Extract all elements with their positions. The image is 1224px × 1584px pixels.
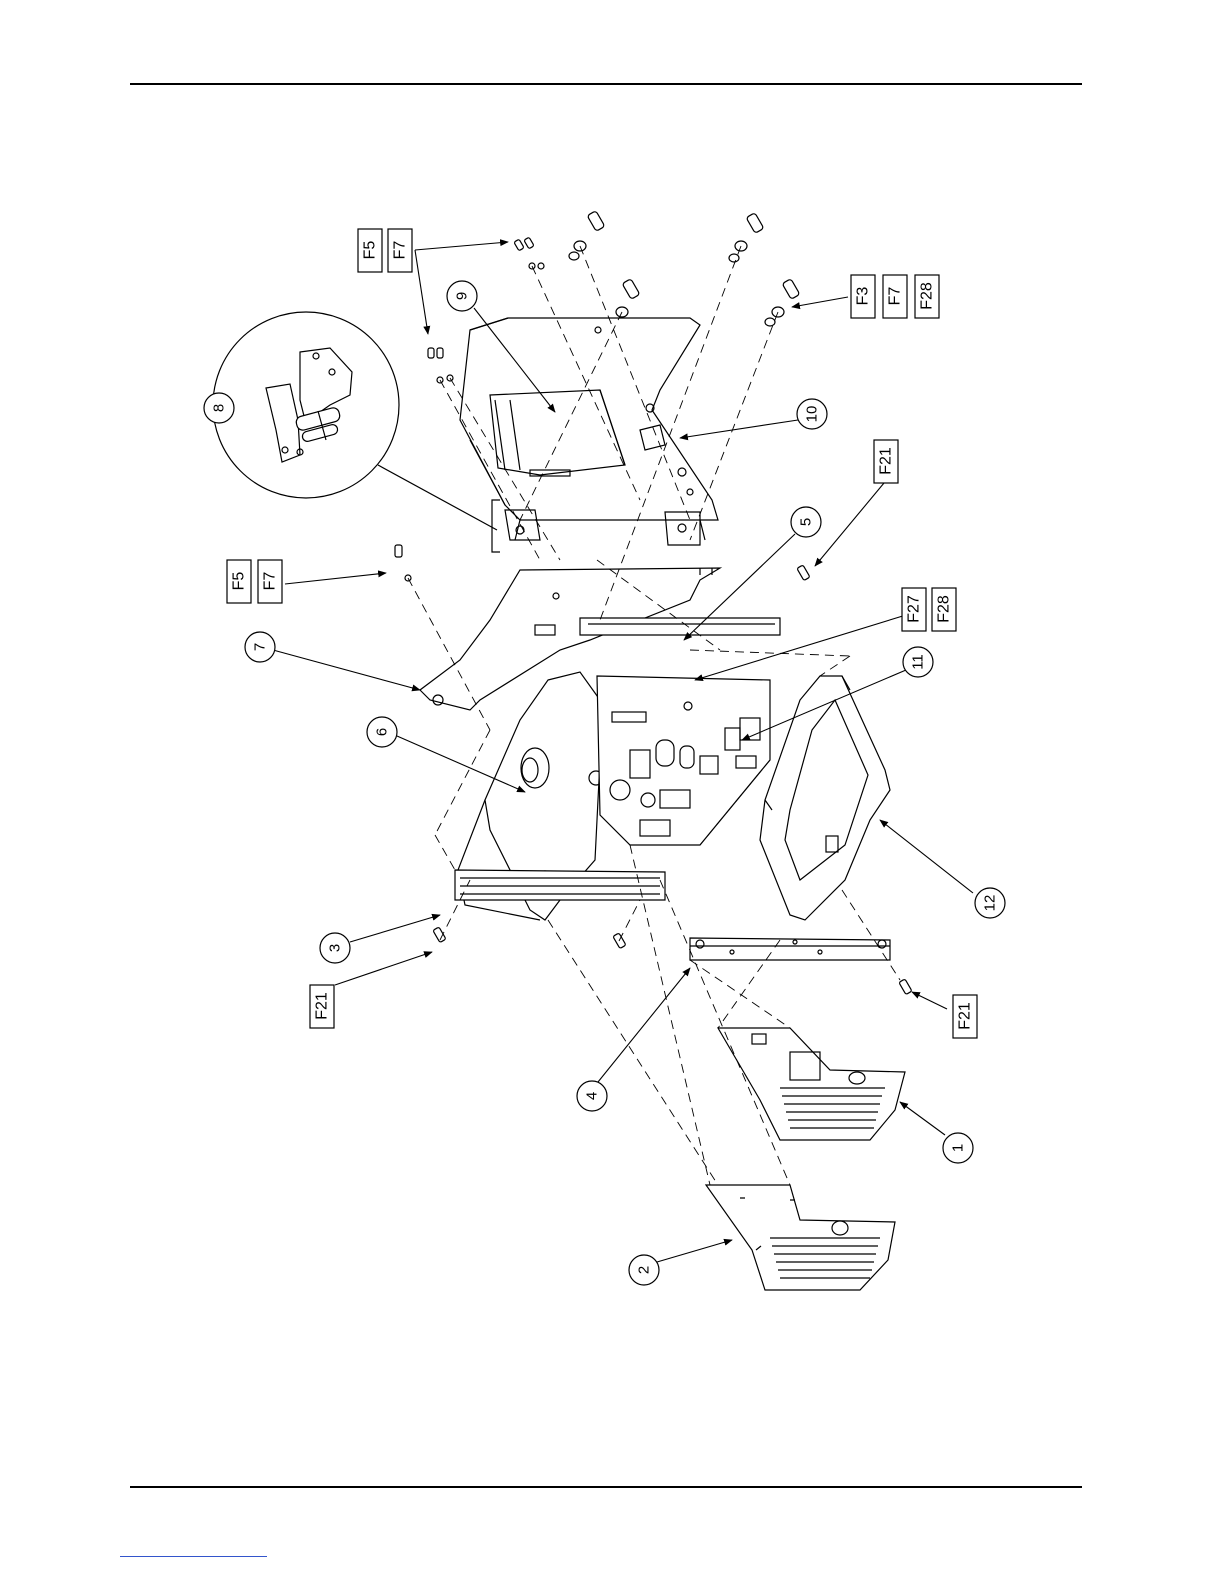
f21-label-lower: F21 xyxy=(957,1002,974,1030)
callout-12: 12 xyxy=(975,888,1005,918)
callout-6: 6 xyxy=(367,717,397,747)
f21-label-upper: F21 xyxy=(878,447,895,475)
part-10-enclosure-cover xyxy=(460,318,718,545)
callout-9: 9 xyxy=(447,281,477,311)
part-drawings xyxy=(213,211,912,1290)
part-11-control-board xyxy=(597,676,770,845)
detail-bracket xyxy=(492,500,500,552)
f7-label-top: F7 xyxy=(392,241,409,260)
callout-11: 11 xyxy=(903,647,933,677)
part-3-heatsink-rail xyxy=(455,870,665,900)
callout-12-label: 12 xyxy=(982,895,999,912)
callout-6-label: 6 xyxy=(374,728,391,736)
callout-9-label: 9 xyxy=(454,292,471,300)
callout-7-label: 7 xyxy=(252,643,269,651)
callout-4: 4 xyxy=(577,1081,607,1111)
part-1-heatsink-assembly xyxy=(718,1028,905,1140)
f21-label-left: F21 xyxy=(314,992,331,1020)
callout-4-label: 4 xyxy=(584,1092,601,1100)
callout-3: 3 xyxy=(320,933,350,963)
f7-label-mid: F7 xyxy=(262,572,279,591)
callout-1-label: 1 xyxy=(950,1144,967,1152)
callout-8-label: 8 xyxy=(211,404,228,412)
f28-label-right: F28 xyxy=(919,282,936,310)
f28-label-mid: F28 xyxy=(936,595,953,623)
callout-2-label: 2 xyxy=(636,1266,653,1274)
f3-label: F3 xyxy=(855,287,872,306)
callout-7: 7 xyxy=(245,632,275,662)
callout-10-label: 10 xyxy=(804,406,821,423)
callout-2: 2 xyxy=(629,1255,659,1285)
callout-1: 1 xyxy=(943,1133,973,1163)
part-4-lower-rail xyxy=(690,938,890,960)
hinge-detail-view xyxy=(213,312,399,498)
callout-10: 10 xyxy=(797,399,827,429)
callout-5: 5 xyxy=(791,507,821,537)
part-2-heatsink-plate xyxy=(706,1185,895,1290)
callout-8: 8 xyxy=(204,393,234,423)
part-12-frame xyxy=(760,676,890,920)
part-5-rail xyxy=(580,618,780,635)
f27-label: F27 xyxy=(906,595,923,623)
callout-5-label: 5 xyxy=(798,518,815,526)
f7-label-right: F7 xyxy=(887,287,904,306)
detail-leader xyxy=(378,465,497,530)
callout-11-label: 11 xyxy=(910,654,927,670)
f5-label-mid: F5 xyxy=(231,572,248,591)
callout-3-label: 3 xyxy=(327,944,344,952)
f5-label-top: F5 xyxy=(362,241,379,260)
